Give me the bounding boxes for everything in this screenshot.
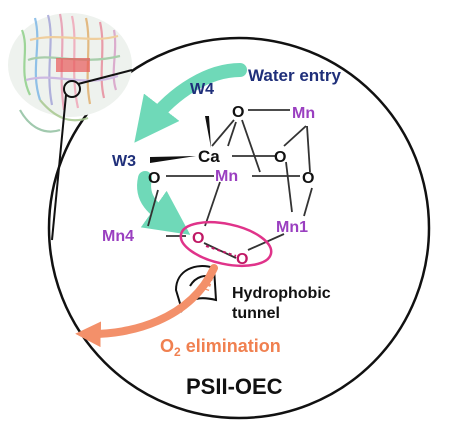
zoom-connector-top (77, 69, 133, 85)
ring-oxygen-left-label: O (192, 230, 204, 247)
ca-label: Ca (198, 147, 220, 166)
ring-oxygen-right-label: O (236, 251, 248, 268)
oxygen-top-label: O (232, 104, 244, 121)
mn-middle-label: Mn (215, 168, 238, 185)
mn4-label: Mn4 (102, 228, 134, 245)
diagram-title: PSII-OEC (186, 374, 283, 399)
mn1-label: Mn1 (276, 219, 308, 236)
o2-elimination-label: O2 elimination (160, 336, 281, 359)
zoom-connector-left (51, 94, 67, 241)
w3-wedge-bond (150, 156, 196, 163)
water-entry-arrow (134, 63, 247, 143)
cluster-bonds (147, 109, 313, 259)
mn-top-label: Mn (292, 105, 315, 122)
oxygen-far-right-label: O (302, 170, 314, 187)
hydrophobic-label-line2: tunnel (232, 305, 280, 322)
water-transfer-arrow (137, 171, 191, 235)
o-o-bond (205, 245, 237, 257)
w3-label: W3 (112, 153, 136, 170)
oxygen-right-label: O (274, 149, 286, 166)
w4-wedge-bond (205, 116, 211, 148)
w4-label: W4 (190, 81, 214, 98)
o2-exit-dashes (203, 265, 217, 291)
o2-formation-ring (179, 220, 273, 268)
water-entry-label: Water entry (248, 66, 341, 85)
protein-structure-image (8, 13, 132, 133)
hydrophobic-label-line1: Hydrophobic (232, 285, 331, 302)
o2-elimination-arrow (75, 264, 218, 348)
oxygen-left-label: O (148, 170, 160, 187)
zoom-source-circle (63, 80, 81, 98)
